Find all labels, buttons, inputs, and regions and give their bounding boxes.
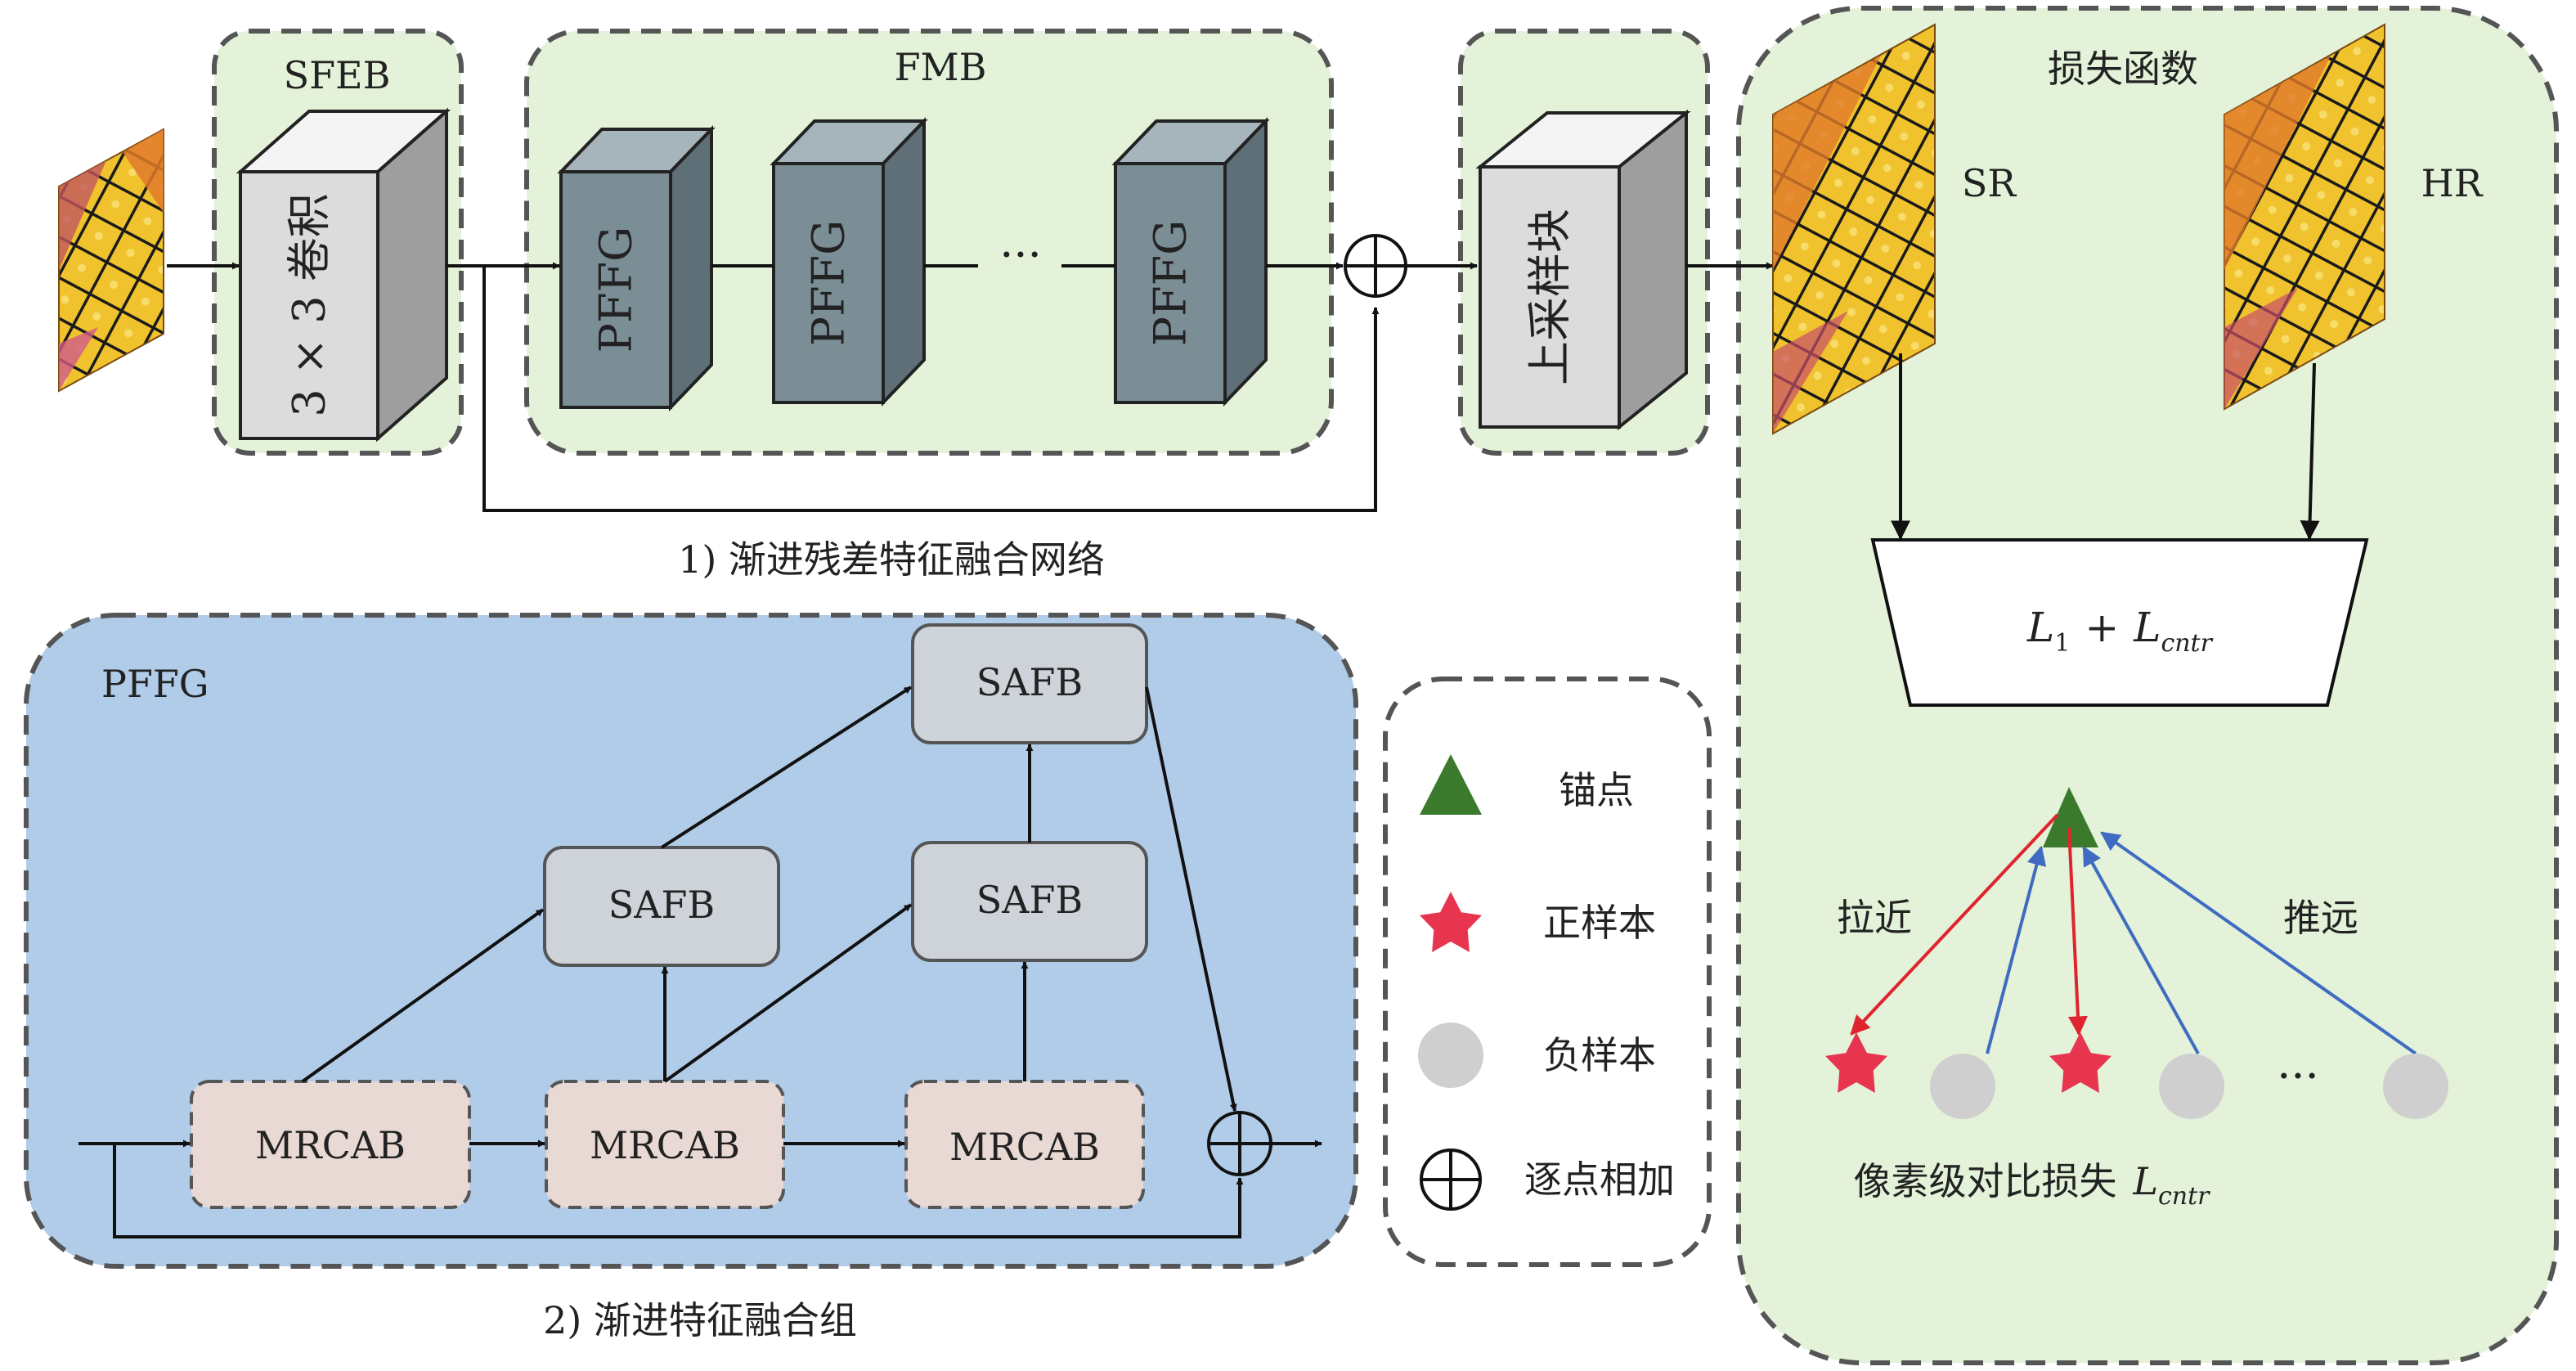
loss-function-box — [1870, 538, 2369, 707]
pull-label: 拉近 — [1837, 896, 1912, 940]
arrow-safb-1-safb-3 — [660, 686, 913, 849]
push-arrow-3 — [2100, 831, 2417, 1055]
arrow-hr-loss — [2300, 362, 2320, 541]
add-node-main — [1344, 234, 1407, 298]
legend-negative-icon — [1418, 1023, 1483, 1088]
negative-sample-circle-2 — [2159, 1054, 2224, 1119]
pffg-block-1-label: PFFG — [590, 227, 642, 353]
pffg-block-3-label: PFFG — [1145, 220, 1196, 346]
pffg-block-1 — [557, 125, 716, 411]
legend-add-icon — [1420, 1148, 1482, 1211]
loss-title: 损失函数 — [2048, 47, 2198, 91]
legend-panel — [1383, 677, 1712, 1267]
legend-anchor-icon — [1420, 754, 1482, 815]
safb-block-3-label: SAFB — [976, 660, 1083, 704]
safb-block-2-label: SAFB — [976, 878, 1083, 922]
mrcab-block-3-label: MRCAB — [949, 1125, 1100, 1169]
arrow-safb-3-add — [1145, 686, 1237, 1112]
pull-arrow-2 — [2067, 827, 2088, 1036]
hr-label: HR — [2421, 161, 2484, 205]
fmb-title: FMB — [895, 45, 987, 89]
input-image — [58, 128, 164, 393]
legend-anchor-label: 锚点 — [1559, 768, 1634, 812]
arrow-mrcab-1-safb-1 — [301, 908, 545, 1083]
add-node-pffg — [1207, 1111, 1272, 1176]
fmb-ellipsis: ··· — [999, 229, 1042, 281]
network-caption: 1) 渐进残差特征融合网络 — [678, 537, 1105, 582]
safb-block-1-label: SAFB — [608, 883, 715, 927]
pffg-block-2-label: PFFG — [803, 220, 855, 346]
negative-sample-circle-1 — [1930, 1054, 1995, 1119]
hr-image — [2224, 23, 2385, 411]
pffg-skip-connection — [113, 1144, 1244, 1238]
anchor-triangle — [2043, 787, 2098, 847]
pffg-caption: 2) 渐进特征融合组 — [543, 1298, 857, 1342]
global-skip-connection — [482, 266, 1380, 512]
mrcab-block-2-label: MRCAB — [590, 1123, 740, 1167]
samples-ellipsis: ··· — [2277, 1050, 2319, 1102]
pffg-block-2 — [770, 117, 928, 407]
mrcab-block-3 — [904, 1080, 1145, 1209]
push-arrow-2 — [2082, 845, 2200, 1054]
legend-positive-label: 正样本 — [1543, 901, 1656, 945]
sfeb-title: SFEB — [284, 53, 391, 97]
mrcab-block-1-label: MRCAB — [255, 1123, 406, 1167]
sr-label: SR — [1962, 161, 2017, 205]
upsample-label: 上采样块 — [1524, 209, 1576, 385]
conv-block — [236, 107, 451, 443]
negative-sample-circle-3 — [2383, 1054, 2448, 1119]
conv-label: 3 × 3 卷积 — [284, 193, 335, 416]
mrcab-block-1 — [190, 1080, 471, 1209]
pffg-title: PFFG — [101, 662, 209, 706]
safb-block-3 — [911, 623, 1148, 744]
pull-arrow-1 — [1850, 813, 2059, 1036]
pffg-block-3 — [1111, 117, 1270, 407]
legend-negative-label: 负样本 — [1543, 1033, 1656, 1077]
legend-add-label: 逐点相加 — [1524, 1157, 1675, 1202]
upsample-block — [1475, 109, 1691, 431]
mrcab-block-2 — [545, 1080, 785, 1209]
push-arrow-1 — [1986, 845, 2047, 1054]
positive-sample-star-2 — [2049, 1032, 2112, 1093]
push-label: 推远 — [2283, 896, 2358, 940]
legend-positive-icon — [1420, 892, 1482, 952]
loss-formula: L1+Lcntr — [2026, 604, 2214, 658]
sr-image — [1772, 23, 1936, 435]
arrow-mrcab-2-safb-2 — [663, 903, 913, 1083]
positive-sample-star-1 — [1825, 1032, 1887, 1093]
